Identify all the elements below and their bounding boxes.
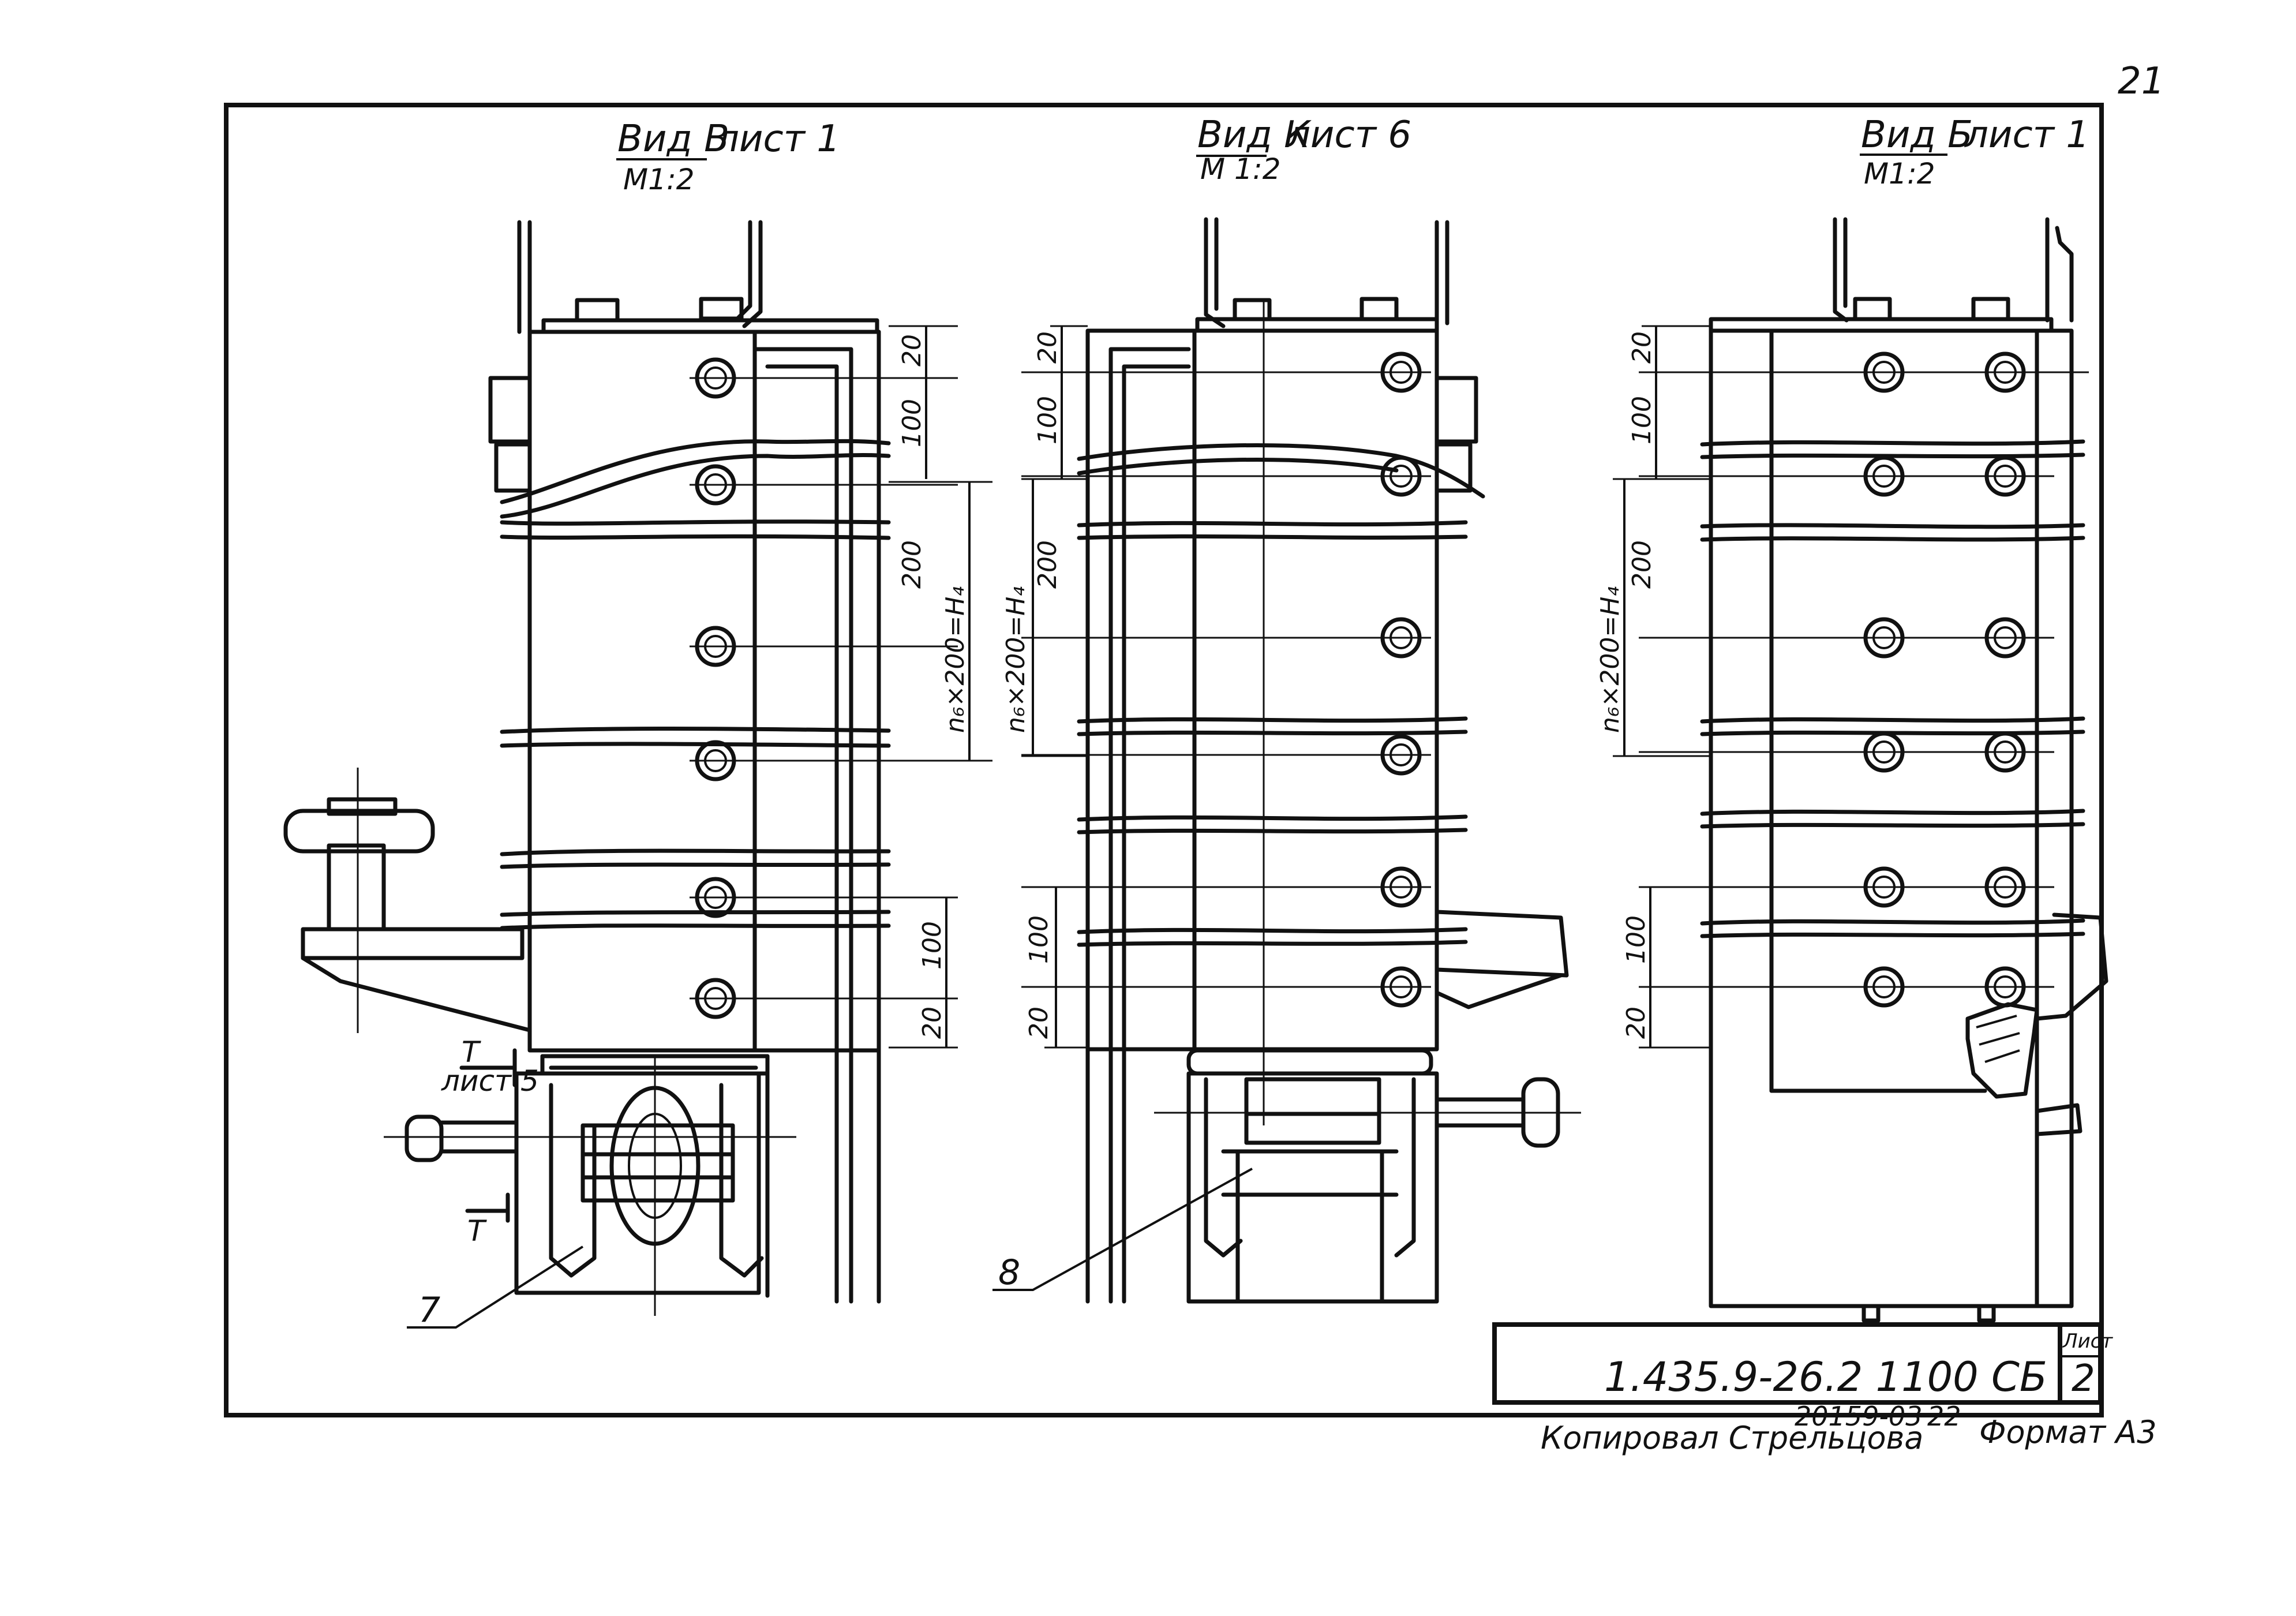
footer: Копировал Стрельцова 20159-03 22 Формат … xyxy=(1541,1401,2157,1456)
dimensions-right: 20 100 200 n₆×200=H₄ 100 20 xyxy=(1595,325,1711,1049)
dim-20-top: 20 xyxy=(1627,331,1657,364)
dim-20-bottom: 20 xyxy=(1621,1007,1651,1039)
dim-pitch: n₆×200=H₄ xyxy=(941,586,970,733)
dim-pitch: n₆×200=H₄ xyxy=(1595,586,1625,733)
drawing-frame xyxy=(224,103,2104,1417)
dim-20-bottom: 20 xyxy=(1024,1007,1054,1039)
bolt-holes-right xyxy=(1863,351,2026,1008)
dim-200: 200 xyxy=(1033,540,1062,589)
paper-format: Формат А3 xyxy=(1979,1414,2157,1450)
dim-pitch: n₆×200=H₄ xyxy=(1001,586,1031,733)
document-designation: 1.435.9-26.2 1100 СБ xyxy=(1604,1353,2047,1401)
view-heading-right: Вид Б лист 1 М1:2 xyxy=(1860,114,2089,190)
view-title: Вид Б xyxy=(1861,114,1973,156)
section-sheet-ref: лист 5 xyxy=(441,1064,539,1098)
dim-200: 200 xyxy=(1627,540,1657,589)
view-scale: М 1:2 xyxy=(1200,152,1281,186)
position-label-7: 7 xyxy=(407,1245,584,1330)
sheet-number: 2 xyxy=(2072,1357,2095,1400)
view-heading-middle: Вид К лист 6 М 1:2 xyxy=(1196,114,1411,186)
view-sheet-ref: лист 1 xyxy=(1964,114,2089,156)
bolt-holes-middle xyxy=(1380,351,1422,1008)
view-heading-left: Вид В лист 1 М1:2 xyxy=(616,118,840,196)
position-number: 7 xyxy=(418,1290,440,1330)
dim-20-top: 20 xyxy=(897,334,927,366)
section-mark-bottom: Т xyxy=(467,1214,487,1248)
dim-20-top: 20 xyxy=(1033,331,1062,364)
dimensions-middle: 20 100 200 n₆×200=H₄ 100 20 xyxy=(1001,325,1088,1049)
copied-by: Копировал Стрельцова xyxy=(1541,1420,1923,1456)
dim-100-top: 100 xyxy=(1033,396,1062,444)
view-left-drawing xyxy=(283,220,958,1316)
view-right-drawing xyxy=(1639,217,2108,1323)
position-number: 8 xyxy=(998,1252,1020,1293)
dim-200: 200 xyxy=(897,540,927,589)
page-number: 21 xyxy=(2118,60,2164,103)
dim-100-top: 100 xyxy=(1627,396,1657,444)
section-mark-top: Т xyxy=(462,1035,481,1069)
view-sheet-ref: лист 6 xyxy=(1286,114,1411,156)
dim-100-bottom: 100 xyxy=(917,921,947,970)
view-title: Вид К xyxy=(1197,114,1312,156)
dim-100-top: 100 xyxy=(897,399,927,447)
section-marks: Т лист 5 Т xyxy=(441,1035,539,1248)
dim-20-bottom: 20 xyxy=(917,1007,947,1039)
view-scale: М1:2 xyxy=(1864,157,1935,190)
view-title: Вид В xyxy=(617,118,729,160)
title-block: 1.435.9-26.2 1100 СБ Лист 2 xyxy=(1492,1322,2113,1405)
dim-100-bottom: 100 xyxy=(1024,915,1054,964)
view-sheet-ref: лист 1 xyxy=(714,118,840,160)
dimensions-left: 20 100 200 n₆×200=H₄ 100 20 xyxy=(889,325,992,1049)
footer-page: 22 xyxy=(1927,1401,1961,1432)
dim-100-bottom: 100 xyxy=(1621,915,1651,964)
view-middle-drawing xyxy=(1021,217,1581,1304)
position-label-8: 8 xyxy=(992,1168,1253,1293)
sheet-label: Лист xyxy=(2062,1330,2113,1353)
order-number: 20159-03 xyxy=(1795,1401,1922,1432)
view-scale: М1:2 xyxy=(623,163,695,196)
